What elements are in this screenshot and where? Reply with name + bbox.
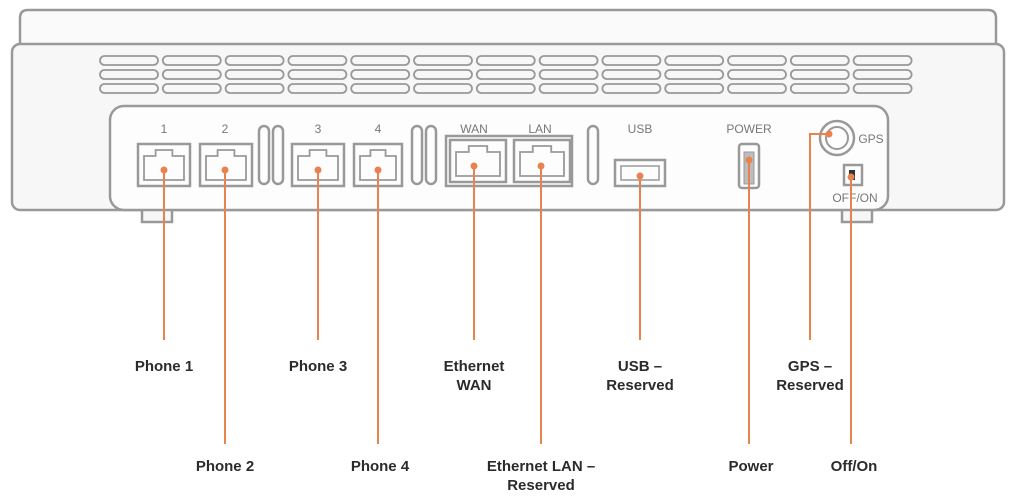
port-label-phone-2: 2: [222, 122, 229, 136]
port-label-phone-1: 1: [161, 122, 168, 136]
vent-slot: [99, 55, 159, 66]
vent-slot: [538, 83, 599, 94]
vent-slot: [852, 55, 913, 66]
off-on-switch: [842, 163, 864, 187]
port-label-gps: GPS: [858, 132, 883, 146]
vent-slot: [413, 69, 473, 80]
vent-slot: [99, 83, 159, 94]
vent-slot: [727, 69, 787, 80]
callout-power: Power: [728, 458, 773, 475]
vent-slot: [538, 69, 599, 80]
leader-ethernet-lan: [537, 162, 545, 444]
device-top-lid: [18, 8, 998, 44]
ethernet-wan-jack: [448, 138, 508, 184]
divider-slot: [257, 124, 271, 186]
vent-slot: [475, 55, 536, 66]
vent-slot: [538, 55, 599, 66]
leader-usb: [636, 172, 644, 340]
vent-slot: [99, 69, 159, 80]
vent-grille: [99, 55, 913, 94]
vent-slot: [727, 83, 787, 94]
port-label-power: POWER: [726, 122, 772, 136]
callout-usb-line-1: USB –: [618, 358, 662, 375]
vent-slot: [664, 83, 725, 94]
callout-ethernet-lan-line-2: Reserved: [507, 477, 575, 494]
port-label-off-on: OFF/ON: [832, 191, 877, 205]
gps-connector: [818, 119, 856, 157]
port-label-usb: USB: [628, 122, 653, 136]
connector-panel: [108, 104, 890, 212]
callout-phone-3: Phone 3: [289, 358, 347, 375]
callout-usb-line-2: Reserved: [606, 377, 674, 394]
vent-slot: [287, 83, 348, 94]
vent-slot: [224, 69, 285, 80]
vent-slot: [789, 69, 850, 80]
callout-gps-line-2: Reserved: [776, 377, 844, 394]
leader-ethernet-wan: [470, 162, 478, 340]
port-label-lan: LAN: [528, 122, 551, 136]
leader-phone-4: [374, 166, 382, 444]
leader-gps: [809, 130, 833, 340]
port-label-wan: WAN: [460, 122, 488, 136]
vent-slot: [601, 69, 662, 80]
callout-phone-4: Phone 4: [351, 458, 410, 475]
callout-off-on: Off/On: [831, 458, 878, 475]
leader-off-on: [847, 173, 855, 444]
callout-ethernet-lan-line-1: Ethernet LAN –: [487, 458, 595, 475]
leader-phone-2: [221, 166, 229, 444]
vent-slot: [350, 55, 411, 66]
leader-phone-1: [160, 166, 168, 340]
vent-slot: [287, 55, 348, 66]
leader-power: [745, 156, 753, 444]
vent-slot: [161, 83, 222, 94]
vent-slot: [601, 83, 662, 94]
vent-slot: [475, 69, 536, 80]
vent-slot: [224, 83, 285, 94]
callout-phone-1: Phone 1: [135, 358, 193, 375]
divider-slot: [410, 124, 424, 186]
vent-slot: [789, 55, 850, 66]
vent-slot: [852, 69, 913, 80]
divider-slot: [271, 124, 285, 186]
vent-slot: [852, 83, 913, 94]
vent-slot: [727, 55, 787, 66]
vent-slot: [789, 83, 850, 94]
vent-slot: [664, 55, 725, 66]
vent-slot: [350, 83, 411, 94]
vent-slot: [350, 69, 411, 80]
vent-slot: [224, 55, 285, 66]
vent-slot: [413, 83, 473, 94]
divider-slot: [586, 124, 600, 186]
vent-slot: [601, 55, 662, 66]
leader-phone-3: [314, 166, 322, 340]
port-label-phone-3: 3: [315, 122, 322, 136]
callout-ethernet-wan-line-1: Ethernet: [444, 358, 505, 375]
vent-slot: [161, 55, 222, 66]
vent-slot: [475, 83, 536, 94]
vent-slot: [287, 69, 348, 80]
callout-phone-2: Phone 2: [196, 458, 254, 475]
ethernet-port-group: [444, 134, 574, 188]
divider-slot: [424, 124, 438, 186]
vent-slot: [413, 55, 473, 66]
port-label-phone-4: 4: [375, 122, 382, 136]
callout-ethernet-wan-line-2: WAN: [457, 377, 492, 394]
vent-slot: [161, 69, 222, 80]
callout-gps-line-1: GPS –: [788, 358, 832, 375]
vent-slot: [664, 69, 725, 80]
